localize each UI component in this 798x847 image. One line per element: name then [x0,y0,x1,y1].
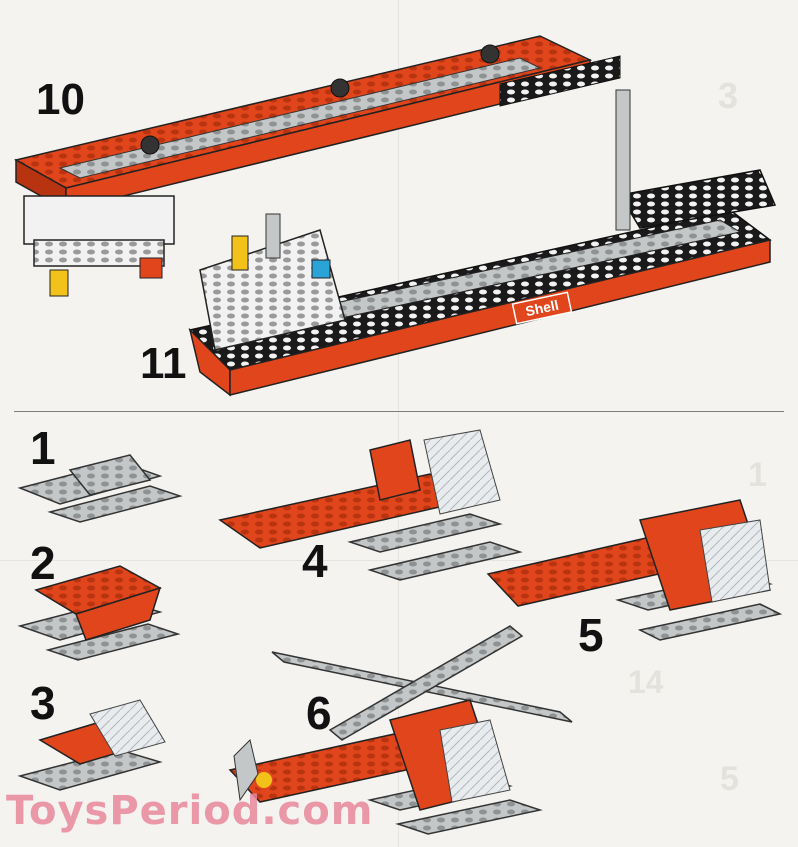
step-number-5: 5 [578,609,604,661]
step-1-base-plates [17,454,183,523]
step-4-helicopter-body [218,429,523,581]
fold-line-vertical [398,0,399,847]
step-6-complete-helicopter [228,625,573,835]
fold-line-horizontal [0,560,798,561]
step-11-tanker-ship: Shell [188,89,777,397]
watermark-text: ToysPeriod.com [6,788,374,834]
step-number-4: 4 [302,535,328,587]
step-number-3: 3 [30,677,56,729]
shell-logo-text: Shell [524,297,560,320]
ghost-number-14: 14 [628,664,664,700]
step-number-6: 6 [306,687,332,739]
section-divider [14,411,784,412]
ghost-number-5: 5 [720,760,739,798]
step-number-2: 2 [30,537,56,589]
step-10-crane-rail [13,35,621,297]
step-2-red-block [17,565,181,661]
step-number-10: 10 [36,75,85,124]
step-5-helicopter-tail [486,499,783,641]
ghost-number-1: 1 [748,456,767,494]
step-number-11: 11 [140,339,187,388]
step-number-1: 1 [30,422,56,474]
step-3-cockpit [17,699,166,791]
ghost-number-3: 3 [718,75,739,116]
